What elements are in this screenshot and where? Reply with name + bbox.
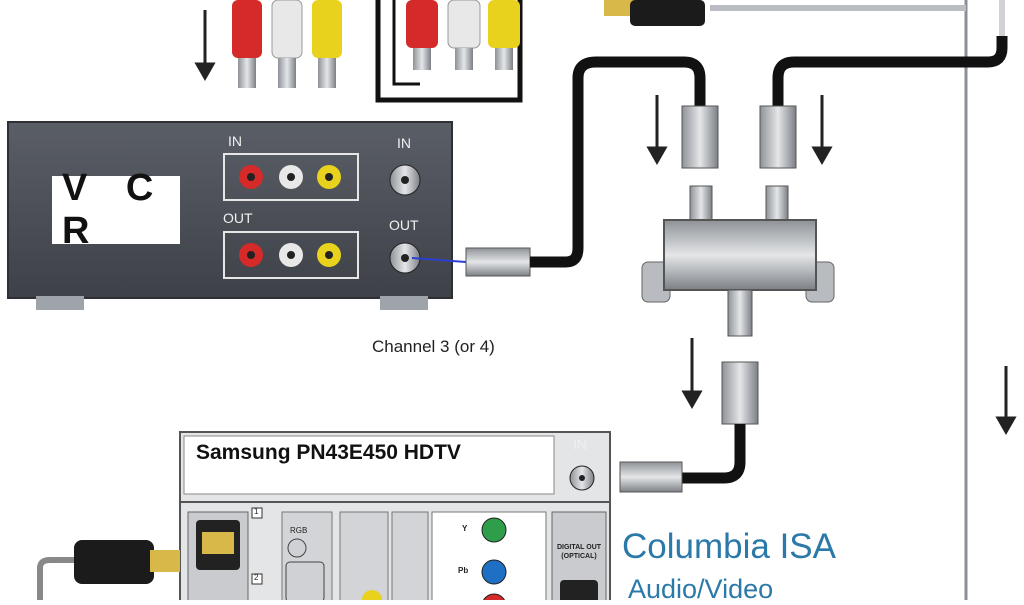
arrow-down-splitter-left <box>646 95 668 166</box>
vcr-antenna-in-label: IN <box>397 135 411 151</box>
coax-cable-splitter-tv <box>680 424 746 484</box>
tv-antenna-in-label: IN <box>573 436 587 452</box>
coax-plug-tv-in <box>619 461 683 493</box>
rca-loop-cable <box>375 0 523 103</box>
tv-panel <box>179 431 611 600</box>
tv-rgb-label: RGB <box>290 526 308 535</box>
arrow-down-splitter-right <box>811 95 833 166</box>
channel-note: Channel 3 (or 4) <box>372 337 495 356</box>
arrow-down-vcr <box>194 10 216 82</box>
rca-plugs-right <box>406 0 520 70</box>
coax-cable-vcr-splitter <box>530 56 706 268</box>
coax-cable-right-splitter <box>772 36 1008 110</box>
tv-y-label: Y <box>462 524 468 533</box>
arrow-down-tv <box>681 338 703 410</box>
rca-plugs-left <box>232 0 342 88</box>
tv-title: Samsung PN43E450 HDTV <box>196 441 461 464</box>
vcr-antenna-out-label: OUT <box>389 217 419 233</box>
splitter-device <box>641 185 835 337</box>
hdmi-bottom-connector <box>37 540 180 600</box>
brand-subtitle: Audio/Video <box>628 574 774 604</box>
tv-port-1: 1 <box>254 507 259 516</box>
tv-pb-label: Pb <box>458 566 469 575</box>
vcr-in-label: IN <box>228 133 242 149</box>
hdmi-top-connector <box>604 0 705 26</box>
coax-plug-splitter-right <box>759 105 797 169</box>
tv-port-2: 2 <box>254 573 259 582</box>
brand-name: Columbia ISA <box>622 527 836 566</box>
coax-plug-splitter-left <box>681 105 719 169</box>
rca-loop-inner <box>392 0 420 86</box>
vcr-title: V C R <box>52 167 180 252</box>
coax-plug-splitter-bottom <box>721 361 759 425</box>
coax-plug-vcr-out <box>465 247 531 277</box>
blue-lead <box>411 257 467 263</box>
tv-optical-label: DIGITAL OUT (OPTICAL) <box>556 544 602 560</box>
vcr-device <box>7 121 453 310</box>
arrow-down-right <box>995 366 1017 436</box>
vcr-out-label: OUT <box>223 210 253 226</box>
